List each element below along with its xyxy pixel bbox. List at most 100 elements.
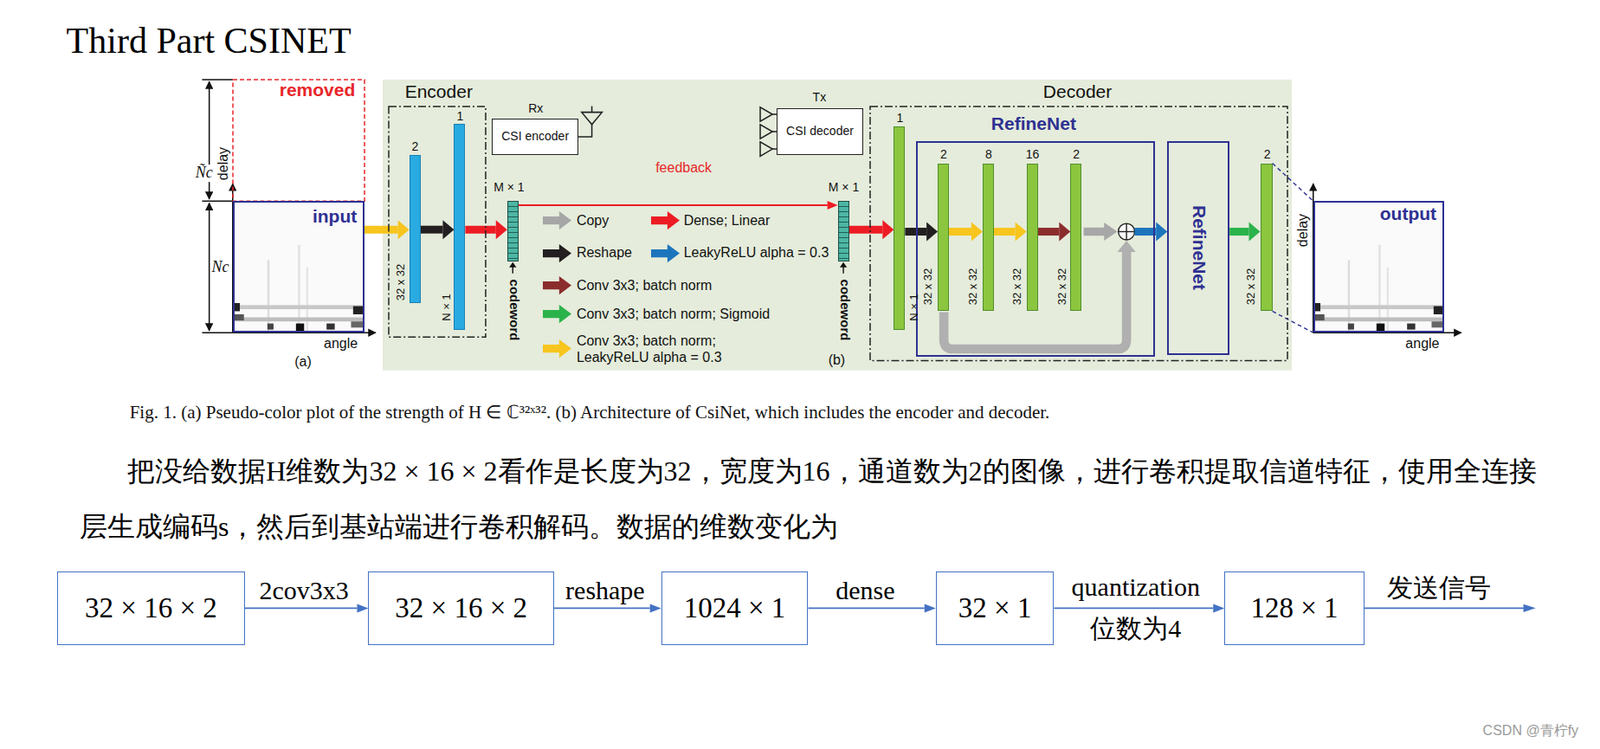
node-label: M × 1 <box>493 180 524 194</box>
connector-line <box>420 225 444 234</box>
projection-lines <box>1272 163 1314 334</box>
arrow-head <box>971 222 983 242</box>
channel-image <box>1314 201 1445 332</box>
connector-line <box>948 227 972 236</box>
node-sublabel: 32 x 32 <box>1011 268 1024 306</box>
legend-swatch <box>542 339 572 358</box>
dimension-label: Ñc <box>194 164 214 182</box>
legend-swatch <box>542 244 572 263</box>
node-label: 2 <box>1072 148 1080 162</box>
layer-bar: 1632 x 32 <box>1026 163 1039 312</box>
codeword-bar: M × 1codeword <box>507 200 519 262</box>
arrow-head <box>442 219 454 239</box>
connector-arrow <box>245 603 369 613</box>
legend-swatch <box>651 244 680 263</box>
legend-swatch <box>542 304 572 323</box>
page-title: Third Part CSINET <box>66 20 352 61</box>
codeword-pointer <box>509 262 517 268</box>
node-label: 32 × 1 <box>958 592 1033 624</box>
legend-swatch <box>542 244 572 263</box>
connector-line <box>364 225 399 234</box>
arrow-head <box>1249 222 1261 242</box>
layer-bar: 232 x 32 <box>409 154 421 304</box>
connector-line <box>807 607 924 610</box>
connector-arrow <box>518 200 839 210</box>
node-label: CSI encoder <box>501 129 569 143</box>
skip-connection <box>1117 240 1136 252</box>
csi-box: CSI decoder <box>776 108 864 155</box>
node-label: 32 × 16 × 2 <box>84 592 218 624</box>
connector-arrow <box>948 222 983 242</box>
node-sublabel: 32 x 32 <box>967 268 980 306</box>
figure-caption: Fig. 1. (a) Pseudo-color plot of the str… <box>129 403 1051 424</box>
projection-lines <box>1272 163 1314 202</box>
send-arrow <box>1364 607 1525 610</box>
arrow-head <box>924 603 936 613</box>
codeword-pointer <box>512 266 514 274</box>
panel-label: (b) <box>828 352 846 368</box>
antenna-label: Tx <box>812 90 827 104</box>
node-sublabel: N × 1 <box>440 293 453 321</box>
figure-panel <box>382 79 1292 371</box>
node-label: 16 <box>1025 148 1040 162</box>
node-label: removed <box>279 79 356 100</box>
axis-arrows <box>208 203 211 331</box>
legend-swatch <box>651 211 680 230</box>
connector-line <box>993 227 1016 236</box>
antenna-label: Rx <box>528 102 543 116</box>
node-sublabel: N × 1 <box>908 293 921 321</box>
arrow-head <box>1015 222 1027 242</box>
channel-image <box>233 201 364 332</box>
encoder-box: Encoder232 x 321N × 1 <box>388 106 486 337</box>
dimension-box: 32 × 16 × 2 <box>57 571 246 646</box>
removed-region: removed <box>232 79 365 201</box>
codeword-pointer <box>509 262 847 274</box>
layer-bar: 232 x 32 <box>1070 163 1082 312</box>
axis-label: delay <box>215 146 232 180</box>
codeword-bar: M × 1codeword <box>838 200 850 262</box>
arrow-head <box>1155 222 1168 242</box>
node-label: 8 <box>985 148 993 162</box>
node-sublabel: 32 x 32 <box>1056 268 1069 306</box>
axis-label: angle <box>323 335 358 352</box>
node-label: CSI decoder <box>786 124 854 138</box>
input-box: input <box>232 200 365 333</box>
antenna-symbol <box>760 141 773 156</box>
axis-arrows <box>232 183 234 333</box>
codeword-pointer <box>839 262 847 268</box>
connector-arrow <box>1038 222 1071 242</box>
node-label: 128 × 1 <box>1250 592 1338 624</box>
skip-connection <box>1125 223 1127 240</box>
send-arrow <box>1523 604 1536 613</box>
skip-connection <box>1083 227 1106 236</box>
edge-label: dense <box>835 575 895 605</box>
legend-text: Conv 3x3; batch norm; Sigmoid <box>576 306 770 323</box>
legend-text: LeakyReLU alpha = 0.3 <box>683 245 830 261</box>
connector-line <box>245 607 358 610</box>
connector-arrow <box>364 219 410 239</box>
layer-bar: 1N × 1 <box>893 126 905 330</box>
arrow-head <box>1058 222 1071 242</box>
connector-line <box>464 225 496 234</box>
axis-arrows <box>201 78 233 81</box>
refinenet-box: RefineNet <box>1167 141 1230 356</box>
legend-swatch <box>542 339 572 358</box>
node-sublabel: codeword <box>507 279 523 342</box>
arrow-head <box>650 603 662 613</box>
axis-label: delay <box>1295 213 1311 247</box>
legend-swatch <box>542 276 572 295</box>
node-label: 1024 × 1 <box>683 592 787 624</box>
connector-arrow <box>849 219 895 239</box>
arrow-head <box>827 200 839 210</box>
dashed-outline <box>232 79 365 201</box>
codeword-pointer <box>842 266 844 274</box>
axis-arrows <box>1313 331 1462 334</box>
layer-bar: 232 x 32 <box>1260 163 1273 312</box>
send-arrow <box>1364 604 1536 613</box>
legend-swatch <box>651 211 680 230</box>
legend-swatch <box>542 211 572 230</box>
axis-label: angle <box>1405 335 1439 352</box>
arrow-head <box>926 222 938 242</box>
node-label: 2 <box>940 148 948 162</box>
